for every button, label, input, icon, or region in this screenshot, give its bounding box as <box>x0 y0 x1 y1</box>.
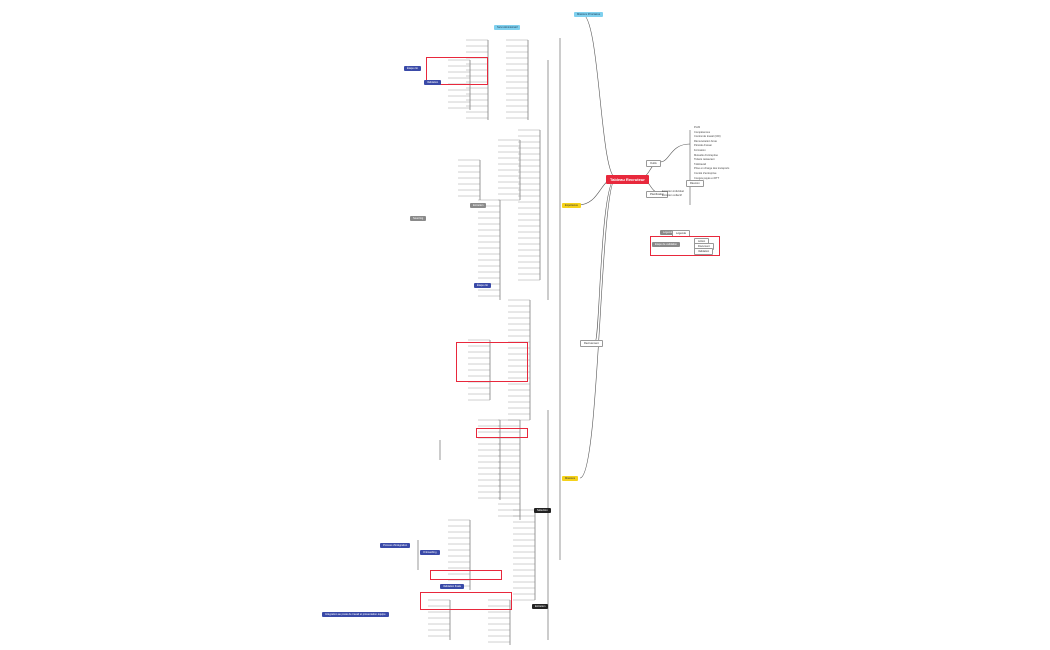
legend-title: Légende <box>660 230 677 235</box>
highlight-box-2 <box>456 342 528 382</box>
root-node[interactable]: Tableau Recruteur <box>606 175 649 184</box>
navy-tag-6[interactable]: Validation finale <box>440 584 465 589</box>
right-list-item[interactable]: Formation <box>694 149 706 152</box>
highlight-box-1 <box>426 57 488 85</box>
branch-suivi[interactable]: Suivi Administratif <box>494 25 521 30</box>
right-bottom-item[interactable]: Entretien collectif <box>662 194 682 197</box>
right-list-item[interactable]: Comité d'entreprise <box>694 172 717 175</box>
navy-tag-5[interactable]: Onboarding <box>420 550 440 555</box>
highlight-box-4 <box>430 570 502 580</box>
branch-planification[interactable]: Planification <box>646 191 668 198</box>
legend-key-2: Etape de validation <box>652 242 681 247</box>
highlight-box-5 <box>420 592 512 610</box>
black-tag-2[interactable]: Entretien <box>532 604 549 609</box>
branch-recrutement[interactable]: Recrutement <box>580 340 603 347</box>
branch-missions[interactable]: Missions Prioritaires <box>574 12 604 17</box>
branch-experience[interactable]: Expérience <box>562 203 581 208</box>
right-list-item[interactable]: Mutuelle d'entreprise <box>694 153 718 157</box>
grey-tag-1[interactable]: Entretien <box>470 203 487 208</box>
black-tag-1[interactable]: Sélection <box>534 508 551 513</box>
navy-tag-7[interactable]: Intégration au poste de travail et prése… <box>322 612 389 617</box>
right-list-item[interactable]: Télétravail <box>694 162 706 166</box>
navy-tag-4[interactable]: Process d'intégration <box>380 543 411 548</box>
legend-item: Validation <box>694 248 714 255</box>
branch-missions-2[interactable]: Missions <box>562 476 579 481</box>
grey-tag-2[interactable]: Sourcing <box>410 216 427 221</box>
navy-tag-1[interactable]: Étape clé <box>404 66 421 71</box>
right-list-item[interactable]: Congés payés et RTT <box>694 176 720 180</box>
navy-tag-2[interactable]: Validation <box>424 80 442 85</box>
branch-reunion[interactable]: Réunion <box>686 180 704 187</box>
right-list-item[interactable]: Période d'essai <box>694 144 712 148</box>
highlight-box-3 <box>476 428 528 438</box>
right-list-item[interactable]: Profil <box>694 126 700 129</box>
legend-box <box>650 236 720 256</box>
right-list-item[interactable]: Tickets restaurant <box>694 158 715 162</box>
navy-tag-3[interactable]: Étape clé <box>474 283 491 288</box>
branch-outils[interactable]: Outils <box>646 160 661 167</box>
right-bottom-item[interactable]: Entretien individuel <box>662 190 684 193</box>
right-list-item[interactable]: Prise en charge des transports <box>694 167 730 171</box>
right-list-item[interactable]: Rémunération brute <box>694 139 717 143</box>
right-list-item[interactable]: Contrat de travail (CDI) <box>694 135 721 139</box>
right-list-item[interactable]: Compétences <box>694 130 711 134</box>
